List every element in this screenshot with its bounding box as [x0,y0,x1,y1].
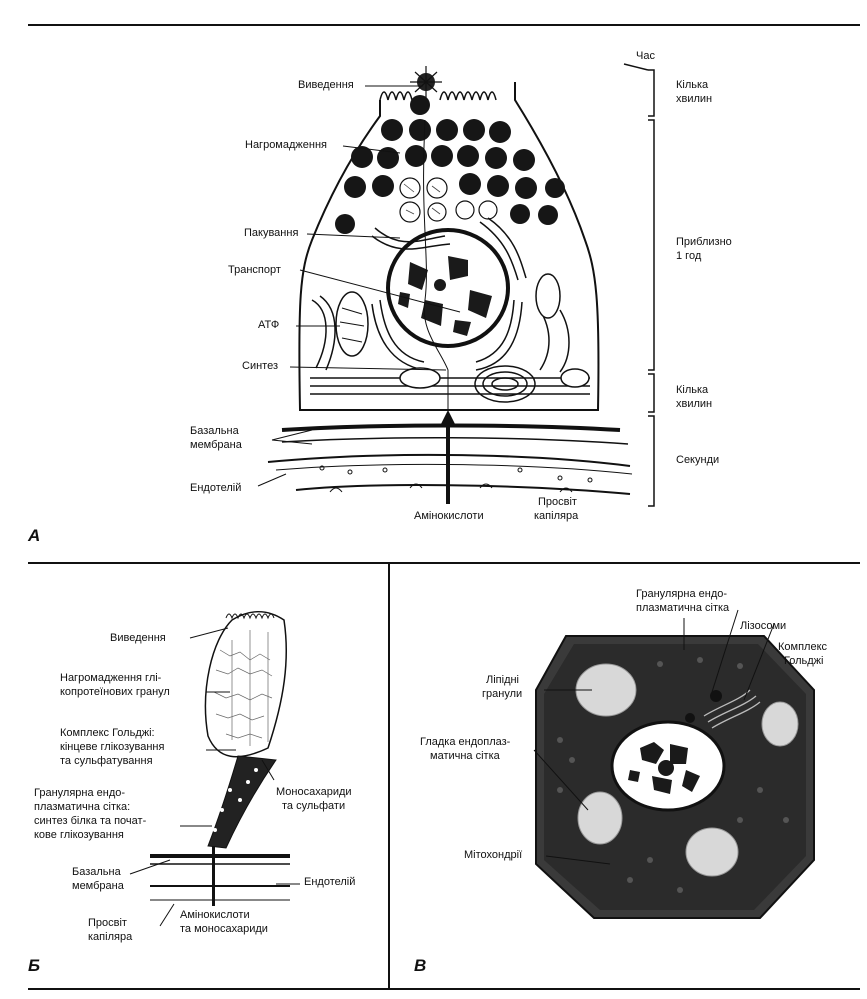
time-range-4-line1: Секунди [676,454,720,466]
stem-speckles [213,768,258,832]
b-label-er-3: синтез білка та почат- [34,815,147,827]
b-label-amino-1: Амінокислоти [180,909,250,921]
lysosomes [685,690,722,723]
time-range-3-line2: хвилин [676,398,713,410]
label-synthesis: Синтез [242,360,278,372]
c-label-rough-er-2: плазматична сітка [636,602,730,614]
c-label-lipid-1: Ліпідні [486,674,519,686]
panel-a-letter: А [28,526,41,545]
b-label-basal-1: Базальна [72,866,121,878]
time-range-1-line2: хвилин [676,93,713,105]
b-label-er-4: кове глікозування [34,829,124,841]
lipid-granules [575,663,799,877]
time-range-2-line2: 1 год [676,250,702,262]
nucleus-c [610,720,726,812]
b-label-er-2: плазматична сітка: [34,801,131,813]
c-label-smooth-er-2: матична сітка [430,750,500,762]
label-basal-membrane-2: мембрана [190,439,242,451]
top-rule [28,24,860,26]
b-label-secretion: Виведення [110,632,166,644]
amino-acid-arrow [441,410,455,504]
time-header: Час [636,50,655,62]
b-label-lumen-1: Просвіт [88,917,127,929]
label-accumulation: Нагромадження [245,139,327,151]
speckle-texture [557,657,789,893]
b-label-accum-1: Нагромадження глі- [60,672,162,684]
middle-rule [28,562,860,564]
label-atp: АТФ [258,319,280,331]
b-label-basal-2: мембрана [72,880,124,892]
c-label-mitochondria: Мітохондрії [464,849,523,861]
bottom-rule [28,988,860,990]
b-label-golgi-1: Комплекс Гольджі: [60,727,155,739]
b-label-lumen-2: капіляра [88,931,133,943]
panel-b-leader-lines [129,627,300,927]
label-capillary-lumen-1: Просвіт [538,496,577,508]
b-label-golgi-2: кінцеве глікозування [60,741,165,753]
time-range-3-line1: Кілька [676,384,709,396]
exocytosis-granule [410,66,442,98]
label-transport: Транспорт [228,264,281,276]
b-label-endothelium: Ендотелій [304,876,356,888]
b-label-er-1: Гранулярна ендо- [34,787,126,799]
c-label-lysosomes: Лізосоми [740,620,787,632]
immature-granules [399,177,498,223]
time-range-1-line1: Кілька [676,79,709,91]
b-label-amino-2: та моносахариди [180,923,268,935]
concentric-er [474,365,536,403]
microvilli [379,91,497,101]
panel-a-leader-lines [257,85,461,487]
goblet-cell-outline [204,611,288,758]
label-basal-membrane-1: Базальна [190,425,239,437]
panel-b-letter: Б [28,956,41,975]
secretory-cell-outline [298,82,600,411]
panel-c-leader-lines [533,609,775,865]
panel-c-letter: В [414,956,427,975]
label-capillary-lumen-2: капіляра [534,510,579,522]
time-range-2-line1: Приблизно [676,236,732,248]
c-label-golgi-1: Комплекс [778,641,828,653]
label-endothelium: Ендотелій [190,482,242,494]
b-label-accum-2: копротеїнових гранул [60,686,170,698]
c-label-rough-er-1: Гранулярна ендо- [636,588,728,600]
label-packaging: Пакування [244,227,299,239]
secretion-path-line [423,119,449,410]
secretory-granules-dark [335,95,565,234]
c-label-golgi-2: Гольджі [784,655,824,667]
b-label-mono-2: та сульфати [282,800,346,812]
rough-endoplasmic-reticulum [310,295,590,395]
panel-divider [388,563,390,988]
label-amino-acids: Амінокислоти [414,510,484,522]
time-scale-brackets [623,63,655,507]
b-label-mono-1: Моносахариди [276,786,352,798]
basement-membrane [281,423,629,445]
c-label-lipid-2: гранули [482,688,523,700]
c-label-smooth-er-1: Гладка ендоплаз- [420,736,511,748]
basement-membrane-b [150,854,290,901]
b-label-golgi-3: та сульфатування [60,755,153,767]
amino-arrow-b [212,846,215,906]
mucus-granules [213,630,273,746]
microvilli-b [225,613,275,620]
goblet-cell-stem [207,755,277,849]
golgi-lamellae [371,217,527,281]
nucleus [386,228,510,348]
label-secretion: Виведення [298,79,354,91]
